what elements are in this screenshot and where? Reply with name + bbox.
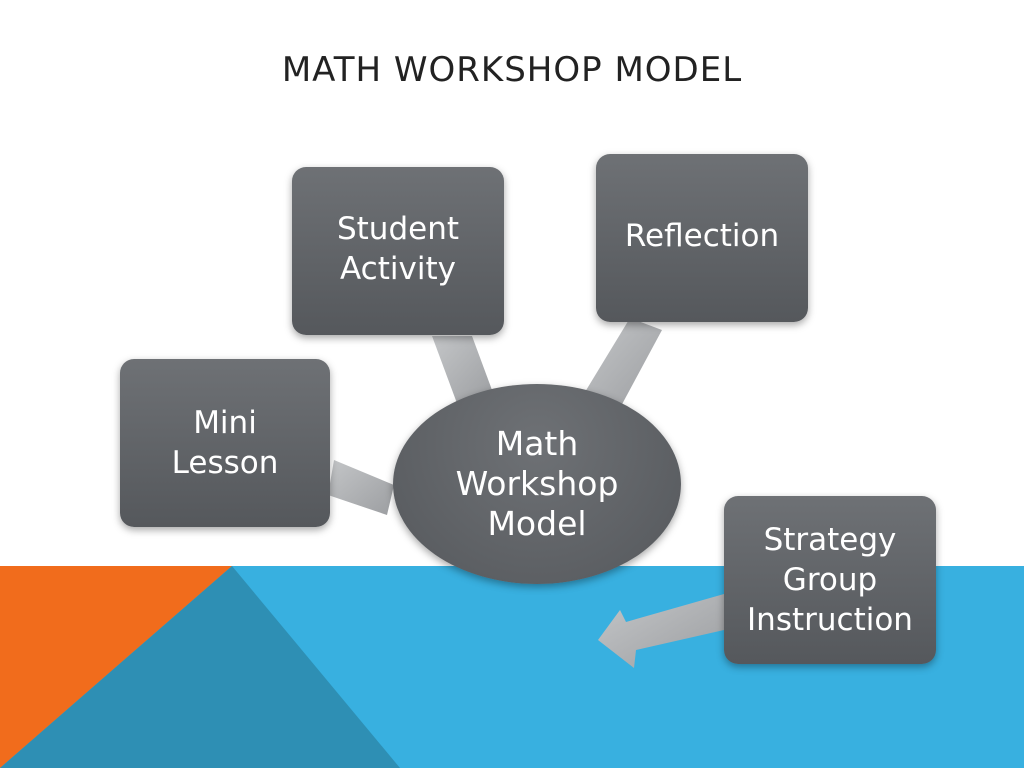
node-strategy-group-label: Strategy Group Instruction	[747, 522, 913, 638]
node-mini-lesson: Mini Lesson	[120, 359, 330, 527]
node-reflection-label: Reflection	[624, 218, 780, 254]
connector-student-activity	[432, 336, 492, 406]
node-center: Math Workshop Model	[393, 384, 681, 584]
connector-mini-lesson	[328, 460, 394, 515]
slide-title: MATH WORKSHOP MODEL	[281, 50, 743, 90]
node-center-label: Math Workshop Model	[455, 424, 619, 543]
node-student-activity: Student Activity	[292, 167, 504, 335]
strategy-arrow	[598, 594, 724, 668]
node-strategy-group: Strategy Group Instruction	[724, 496, 936, 664]
node-reflection: Reflection	[596, 154, 808, 322]
dark-blue-triangle	[0, 566, 400, 768]
node-mini-lesson-label: Mini Lesson	[171, 405, 279, 481]
node-student-activity-label: Student Activity	[336, 211, 460, 287]
connector-reflection	[585, 318, 662, 408]
